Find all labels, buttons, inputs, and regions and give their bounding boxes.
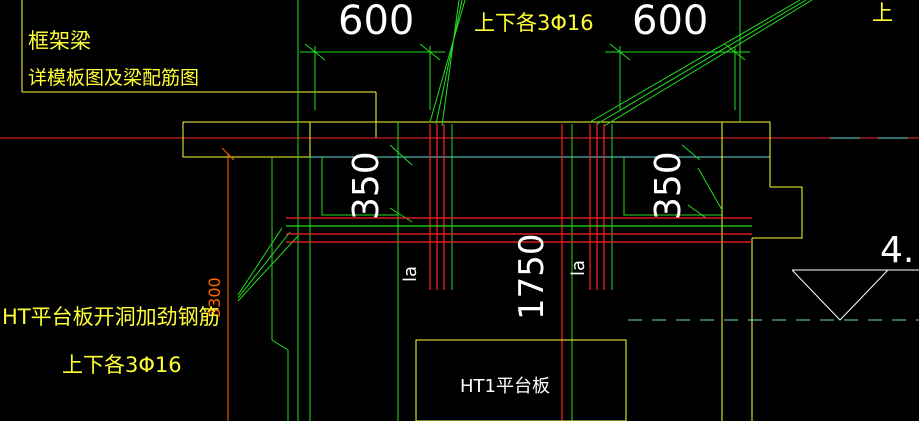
beam-note-frame [21, 0, 377, 138]
dim-350-left: 350 [346, 151, 387, 220]
dim-600-right: 600 [632, 0, 708, 44]
vertical-rebar-green [451, 124, 613, 421]
platform-label: HT1平台板 [460, 376, 550, 397]
platform-slab [415, 339, 627, 421]
horizontal-rebar [286, 217, 752, 243]
opening-rebar-note: HT平台板开洞加劲钢筋 [2, 305, 220, 329]
dim-la-left: la [400, 266, 421, 282]
opening-rebar-spec: 上下各3Φ16 [62, 353, 182, 377]
dim-3300: 3300 [205, 277, 224, 318]
dim-la-right: la [568, 260, 589, 276]
leader-lines [237, 0, 813, 302]
vertical-rebar [429, 124, 605, 421]
dim-1750: 1750 [512, 233, 552, 320]
rebar-note-top: 上下各3Φ16 [474, 11, 594, 35]
elevation-marker [791, 269, 919, 321]
beam-note: 详模板图及梁配筋图 [28, 67, 199, 89]
beam-title: 框架梁 [28, 29, 91, 53]
dim-350-right: 350 [648, 151, 689, 220]
wall-lines [271, 0, 750, 421]
elevation-value: 4. [880, 230, 914, 271]
dim-600-left: 600 [338, 0, 414, 44]
dim-3300-line [221, 147, 235, 421]
rebar-note-top-right: 上 [872, 1, 893, 25]
